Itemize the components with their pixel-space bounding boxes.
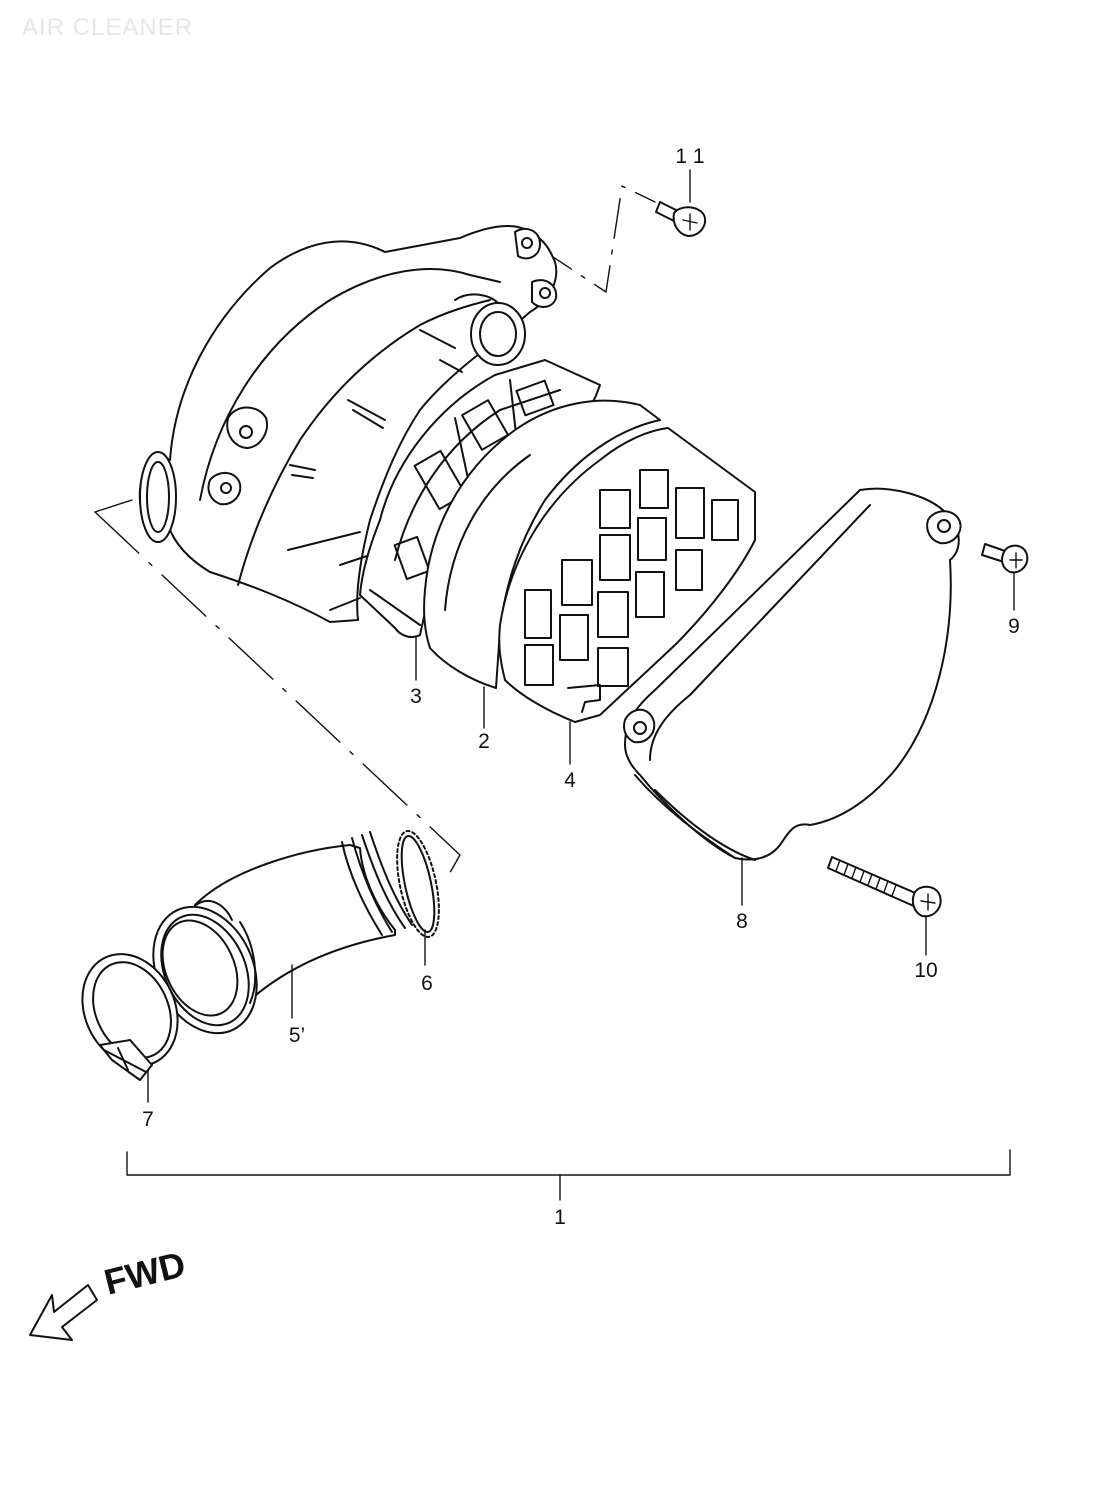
air-cleaner-cover bbox=[623, 487, 962, 861]
fwd-label: FWD bbox=[100, 1243, 189, 1303]
callout-labels: 1 1 9 3 2 4 8 10 6 5’ 7 1 bbox=[142, 145, 1020, 1229]
air-cleaner-case bbox=[138, 225, 558, 623]
callout-1: 1 bbox=[554, 1206, 566, 1229]
grid-openings bbox=[524, 469, 739, 713]
bolt-11 bbox=[655, 201, 706, 237]
diagram-title: AIR CLEANER bbox=[22, 14, 194, 41]
callout-11: 1 1 bbox=[675, 145, 704, 168]
callout-4: 4 bbox=[564, 769, 576, 792]
hose-clamp bbox=[81, 953, 179, 1081]
callout-7: 7 bbox=[142, 1108, 154, 1131]
screw-9 bbox=[981, 543, 1029, 574]
assembly-guide-lines bbox=[94, 185, 656, 879]
gasket-ring bbox=[396, 830, 440, 938]
forward-direction-indicator: FWD bbox=[29, 1243, 189, 1341]
intake-boot bbox=[152, 831, 413, 1035]
callout-3: 3 bbox=[410, 685, 422, 708]
callout-leaders bbox=[126, 169, 1015, 1201]
callout-9: 9 bbox=[1008, 615, 1020, 638]
callout-2: 2 bbox=[478, 730, 490, 753]
forward-arrow-icon bbox=[29, 1284, 98, 1341]
filter-element bbox=[423, 399, 661, 689]
callout-8: 8 bbox=[736, 910, 748, 933]
screw-10 bbox=[827, 856, 942, 918]
callout-6: 6 bbox=[421, 972, 433, 995]
callout-10: 10 bbox=[914, 959, 937, 982]
element-support-grid bbox=[498, 427, 756, 723]
callout-5: 5’ bbox=[289, 1024, 305, 1047]
